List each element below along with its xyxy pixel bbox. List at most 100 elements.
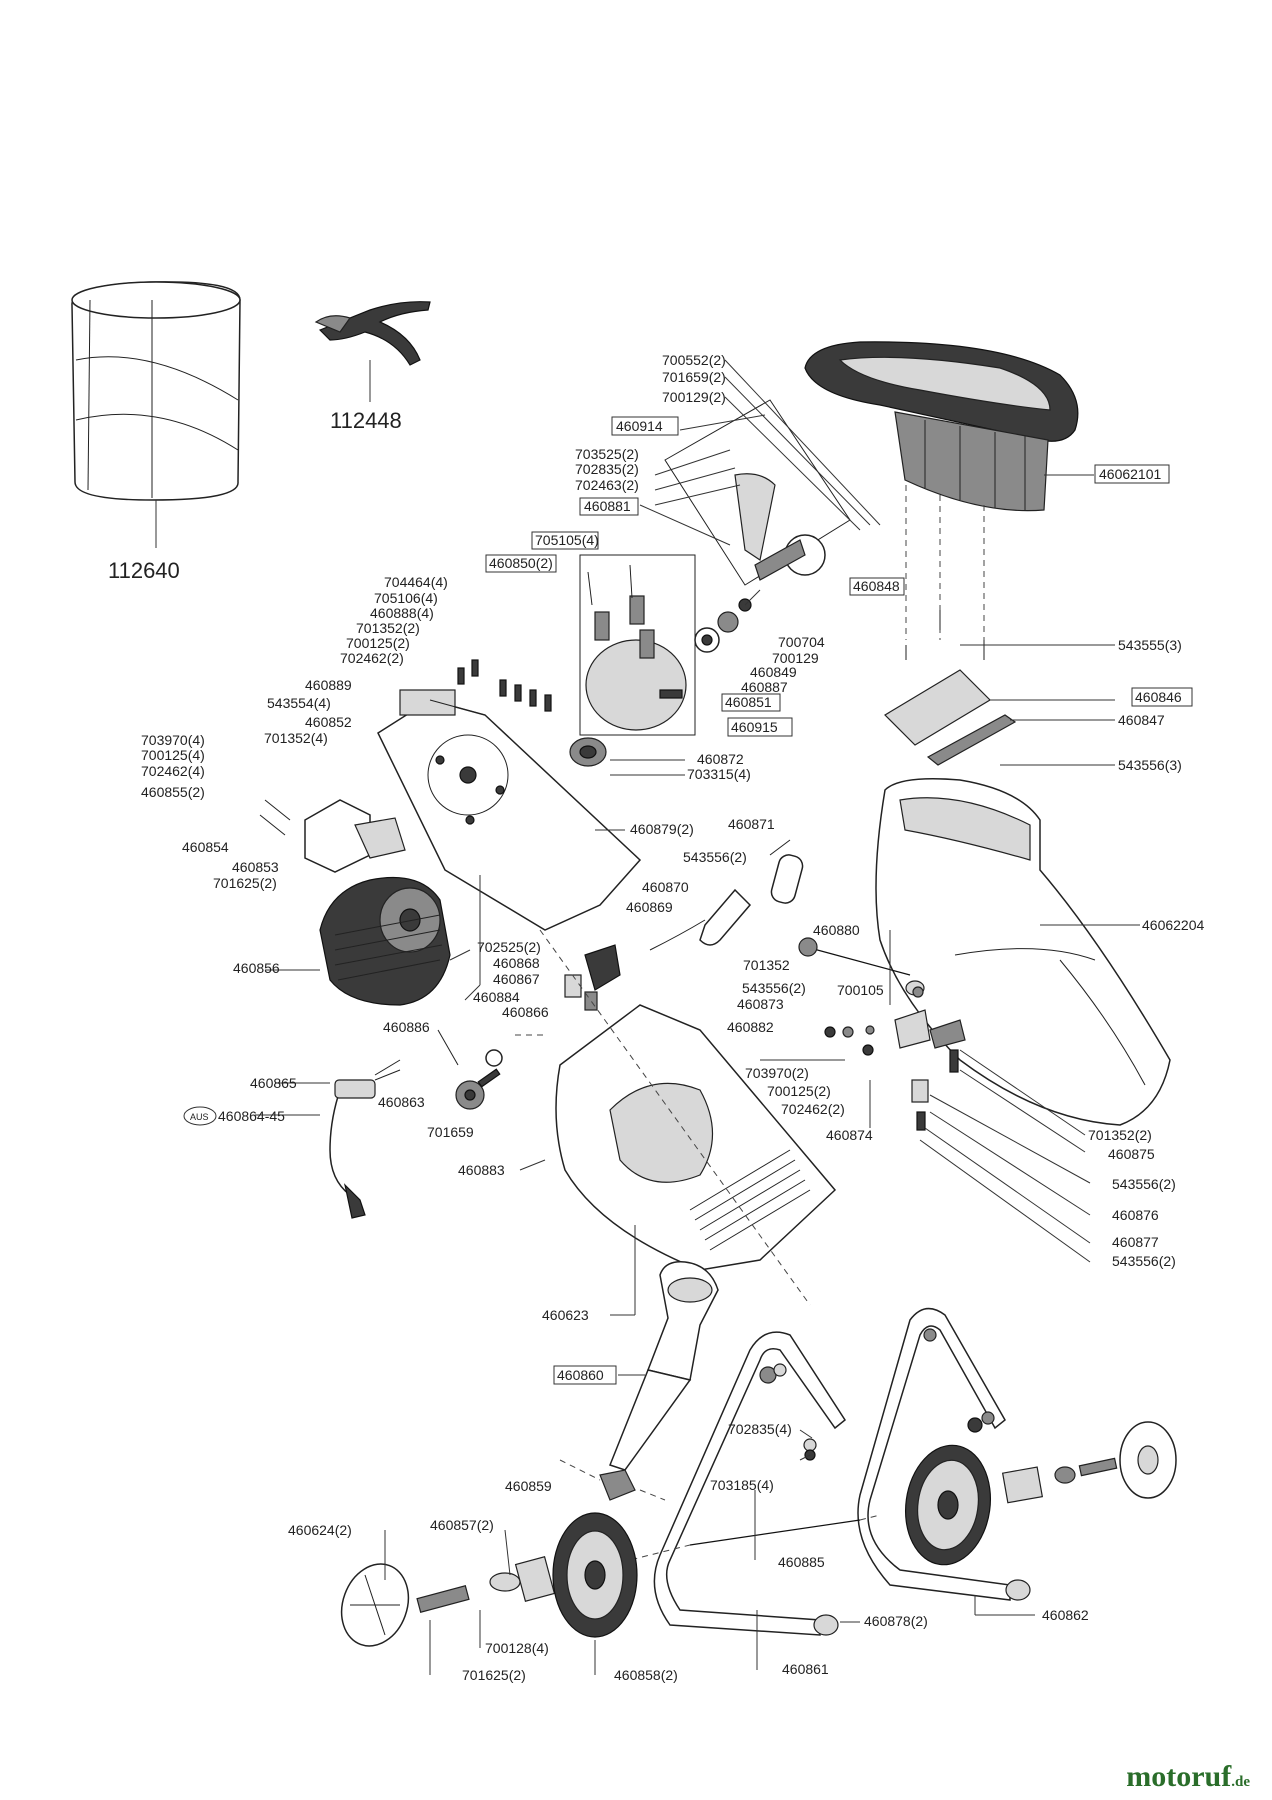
- feed-chute-housing: [875, 778, 1171, 1126]
- part-label: 460871: [728, 816, 775, 832]
- part-label: 702462(4): [141, 763, 205, 779]
- leader-lines: [255, 359, 1115, 1675]
- part-label: 112448: [330, 408, 402, 433]
- part-label: 460856: [233, 960, 280, 976]
- part-label: 460877: [1112, 1234, 1159, 1250]
- part-label: 700129: [772, 650, 819, 666]
- part-label: 543554(4): [267, 695, 331, 711]
- switch-box: [259, 799, 406, 873]
- part-label: 460855(2): [141, 784, 205, 800]
- part-label: 460847: [1118, 712, 1165, 728]
- part-label: 700125(2): [346, 635, 410, 651]
- part-label: 460889: [305, 677, 352, 693]
- motor-mount-housing: [377, 689, 642, 931]
- aus-badge: AUS: [190, 1112, 209, 1122]
- part-label: 702835(4): [728, 1421, 792, 1437]
- part-label: 460867: [493, 971, 540, 987]
- watermark-brand: motoruf: [1126, 1760, 1232, 1793]
- part-label: 702462(2): [340, 650, 404, 666]
- pruning-shears: [314, 301, 431, 402]
- part-label: 704464(4): [384, 574, 448, 590]
- part-label-boxed: 460846: [1135, 689, 1182, 705]
- part-label: 460859: [505, 1478, 552, 1494]
- part-label: 460854: [182, 839, 229, 855]
- left-wheel-assembly: [340, 1512, 638, 1647]
- part-label: 700129(2): [662, 389, 726, 405]
- part-label: 460886: [383, 1019, 430, 1035]
- watermark-tld: .de: [1231, 1774, 1250, 1790]
- part-label: 460858(2): [614, 1667, 678, 1683]
- part-label: 701352: [743, 957, 790, 973]
- part-label-boxed: 460914: [616, 418, 663, 434]
- part-label: 543556(2): [683, 849, 747, 865]
- part-label: 703970(2): [745, 1065, 809, 1081]
- part-label-boxed: 460915: [731, 719, 778, 735]
- part-label: 460876: [1112, 1207, 1159, 1223]
- site-watermark: motoruf.de: [1126, 1760, 1250, 1794]
- support-bracket: [884, 610, 1017, 766]
- part-label: 702462(2): [781, 1101, 845, 1117]
- bearing-hub: [569, 737, 607, 767]
- part-label-boxed: 460850(2): [489, 555, 553, 571]
- part-label: 702463(2): [575, 477, 639, 493]
- handle: [609, 1261, 719, 1471]
- part-label: 460883: [458, 1162, 505, 1178]
- part-label: 700105: [837, 982, 884, 998]
- part-label: 460864-45: [218, 1108, 285, 1124]
- part-label: 460623: [542, 1307, 589, 1323]
- part-label: 701659(2): [662, 369, 726, 385]
- capacitor: [699, 839, 804, 946]
- part-label: 700704: [778, 634, 825, 650]
- part-label: 703315(4): [687, 766, 751, 782]
- part-label-boxed: 460851: [725, 694, 772, 710]
- part-labels: 112640 112448 700552(2) 701659(2) 700129…: [108, 352, 1205, 1683]
- part-label: 543556(3): [1118, 757, 1182, 773]
- part-label: 460879(2): [630, 821, 694, 837]
- catcher-bag: [71, 281, 241, 548]
- part-label: 460878(2): [864, 1613, 928, 1629]
- part-label: 460863: [378, 1094, 425, 1110]
- part-label: 701625(2): [213, 875, 277, 891]
- part-label: 543556(2): [742, 980, 806, 996]
- part-label: 460870: [642, 879, 689, 895]
- part-label: 701352(2): [356, 620, 420, 636]
- part-label: 46062204: [1142, 917, 1205, 933]
- part-label: 460885: [778, 1554, 825, 1570]
- part-label: 460884: [473, 989, 520, 1005]
- knob-parts: [437, 1029, 503, 1110]
- frame-left: [653, 1331, 846, 1636]
- part-label: 701352(2): [1088, 1127, 1152, 1143]
- part-label-boxed: 460848: [853, 578, 900, 594]
- part-label: 460852: [305, 714, 352, 730]
- part-label: 543556(2): [1112, 1176, 1176, 1192]
- power-cable: [329, 1059, 401, 1219]
- part-label: 543556(2): [1112, 1253, 1176, 1269]
- part-label-boxed: 460881: [584, 498, 631, 514]
- part-label: 701659: [427, 1124, 474, 1140]
- part-label: 703525(2): [575, 446, 639, 462]
- part-label: 705106(4): [374, 590, 438, 606]
- part-label: 460887: [741, 679, 788, 695]
- electric-motor: [319, 876, 451, 1006]
- part-label: 460866: [502, 1004, 549, 1020]
- connector-parts: [564, 944, 621, 1011]
- right-wheel-assembly: [904, 1421, 1177, 1566]
- part-label: 112640: [108, 558, 180, 583]
- part-label: 460888(4): [370, 605, 434, 621]
- part-label: 460865: [250, 1075, 297, 1091]
- part-label: 700128(4): [485, 1640, 549, 1656]
- part-label-boxed: 460860: [557, 1367, 604, 1383]
- hub-parts: [694, 598, 752, 653]
- part-label: 543555(3): [1118, 637, 1182, 653]
- part-label-boxed: 705105(4): [535, 532, 599, 548]
- part-label: 460875: [1108, 1146, 1155, 1162]
- part-label: 701625(2): [462, 1667, 526, 1683]
- part-label: 702525(2): [477, 939, 541, 955]
- part-label: 460872: [697, 751, 744, 767]
- part-label: 460882: [727, 1019, 774, 1035]
- side-bracket-parts: [824, 986, 966, 1131]
- part-label: 460857(2): [430, 1517, 494, 1533]
- part-label: 460880: [813, 922, 860, 938]
- part-label: 460869: [626, 899, 673, 915]
